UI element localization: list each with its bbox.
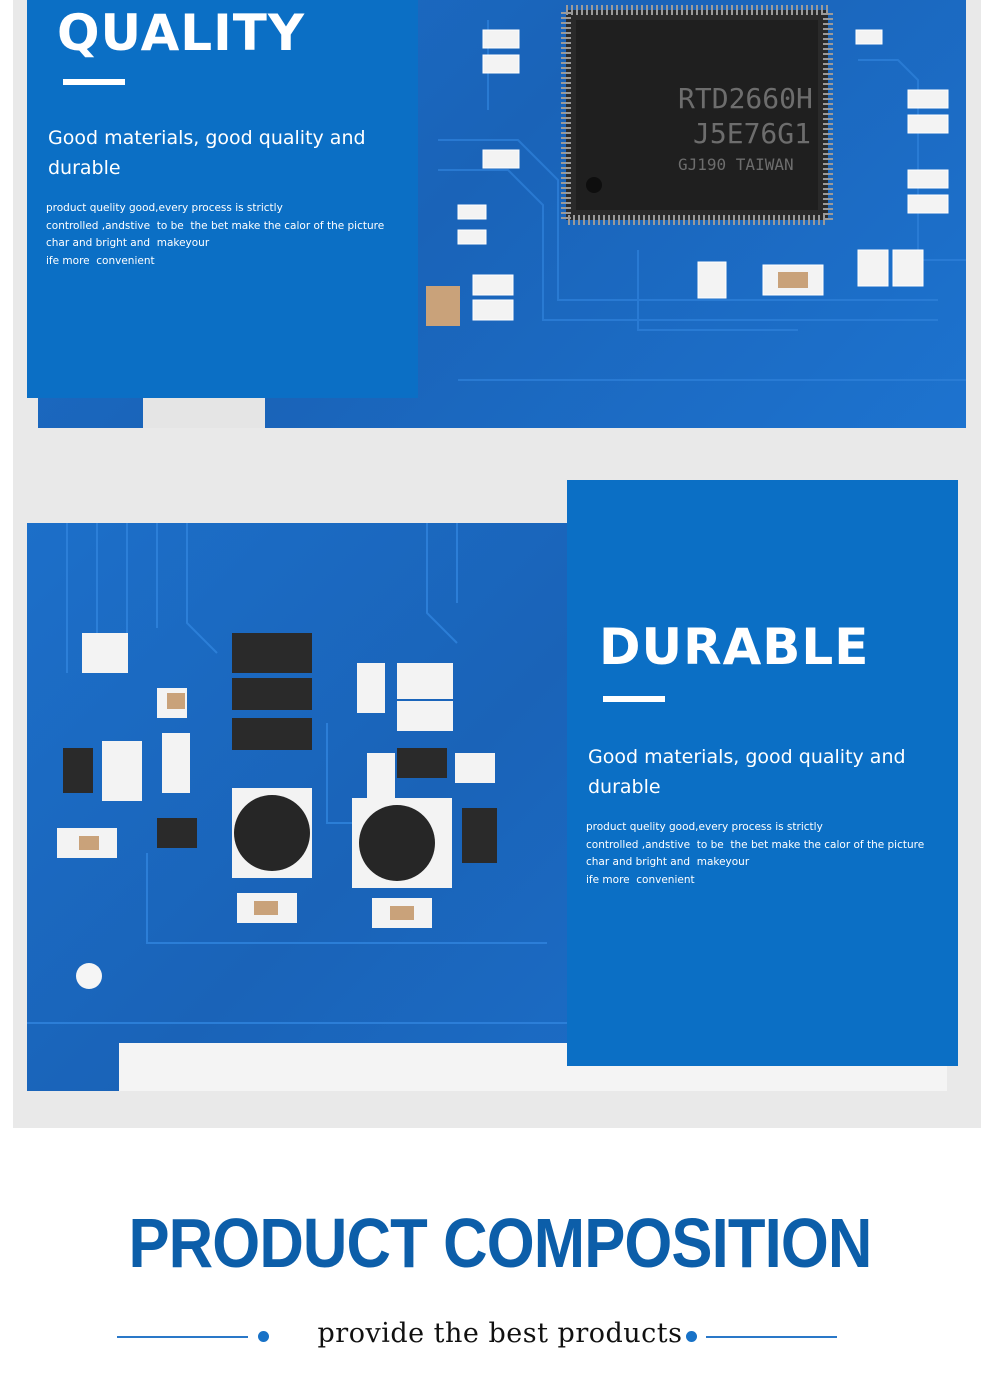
quality-description-line: ife more convenient	[46, 254, 155, 267]
quality-title: QUALITY	[57, 4, 306, 62]
product-composition-subtitle-row: provide the best products	[0, 1316, 1000, 1356]
connector	[143, 398, 265, 428]
durable-description: product quelity good,every process is st…	[586, 819, 946, 889]
durable-description-line: char and bright and makeyour	[586, 856, 750, 868]
quality-description-line: controlled ,andstive to be the bet make …	[46, 219, 385, 232]
durable-underline	[603, 696, 665, 702]
subtitle-right-line	[706, 1336, 837, 1338]
inductor-left	[234, 795, 310, 871]
chip-mark-1: RTD2660H	[678, 82, 813, 115]
quality-subtitle: Good materials, good quality and durable	[48, 127, 366, 179]
pcb-top-illustration: RTD2660H J5E76G1 GJ190 TAIWAN	[143, 5, 966, 428]
chip-dot	[586, 177, 602, 193]
subtitle-left-dot	[258, 1331, 269, 1342]
durable-subtitle: Good materials, good quality and durable	[588, 746, 906, 798]
quality-description: product quelity good,every process is st…	[46, 200, 406, 270]
chip-body	[576, 20, 818, 210]
chip-mark-2: J5E76G1	[693, 117, 811, 150]
quality-description-line: char and bright and makeyour	[46, 237, 210, 249]
durable-description-line: controlled ,andstive to be the bet make …	[586, 838, 925, 851]
durable-description-line: product quelity good,every process is st…	[586, 821, 823, 833]
durable-panel: DURABLE Good materials, good quality and…	[567, 480, 958, 1066]
product-composition-subtitle: provide the best products	[317, 1318, 683, 1349]
inductor-right	[359, 805, 435, 881]
chip-mark-3: GJ190 TAIWAN	[678, 155, 794, 174]
quality-underline	[63, 79, 125, 85]
subtitle-left-line	[117, 1336, 248, 1338]
durable-title: DURABLE	[599, 618, 870, 676]
subtitle-right-dot	[686, 1331, 697, 1342]
pcb-bottom-illustration	[27, 523, 947, 1091]
mounting-hole	[76, 963, 102, 989]
quality-panel: QUALITY Good materials, good quality and…	[27, 0, 418, 398]
product-composition-title: PRODUCT COMPOSITION	[128, 1204, 872, 1282]
durable-description-line: ife more convenient	[586, 873, 695, 886]
quality-description-line: product quelity good,every process is st…	[46, 202, 283, 214]
